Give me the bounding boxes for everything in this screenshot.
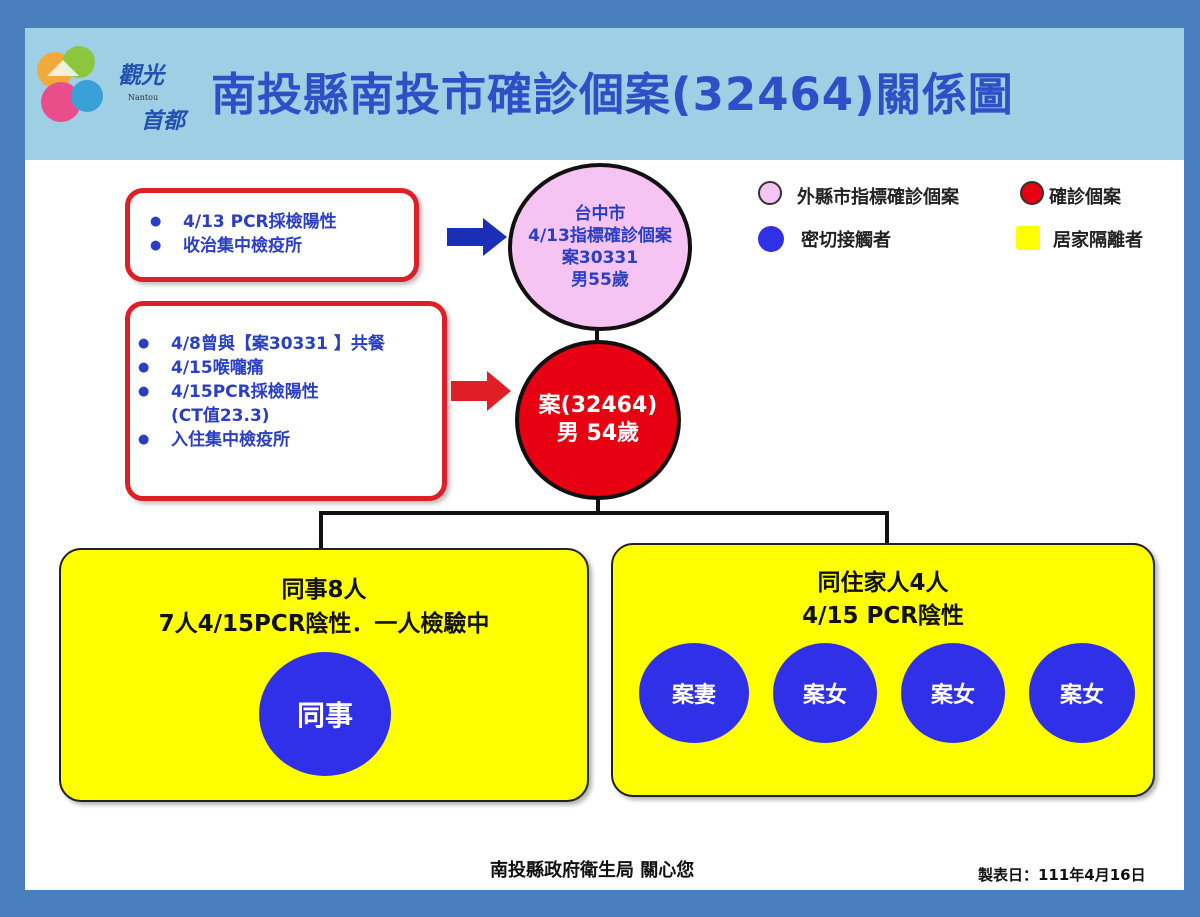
logo-text-capital: 首都 bbox=[141, 108, 186, 134]
confirmed-case-id: 案(32464) bbox=[538, 393, 658, 418]
colleague-label: 同事 bbox=[296, 699, 353, 732]
colleagues-title: 同事8人 bbox=[281, 577, 367, 603]
family-member-label: 案女 bbox=[1059, 683, 1104, 708]
family-group: 同住家人4人 4/15 PCR陰性 案妻 案女 案女 案女 bbox=[611, 543, 1155, 797]
blue-arrow-icon bbox=[447, 218, 507, 256]
note-item: 4/13 PCR採檢陽性 bbox=[150, 210, 414, 234]
colleague-node: 同事 bbox=[259, 652, 391, 776]
index-case-note: 4/13 PCR採檢陽性 收治集中檢疫所 bbox=[125, 188, 419, 282]
connector-line bbox=[595, 330, 599, 342]
confirmed-case-node: 案(32464) 男 54歲 bbox=[515, 340, 681, 500]
index-case-info: 男55歲 bbox=[571, 270, 629, 290]
logo-text-nantou: Nantou bbox=[128, 93, 159, 102]
family-member-node: 案妻 bbox=[639, 643, 749, 743]
index-case-id: 案30331 bbox=[561, 248, 639, 268]
colleagues-group: 同事8人 7人4/15PCR陰性．一人檢驗中 同事 bbox=[59, 548, 589, 802]
family-member-label: 案妻 bbox=[671, 683, 716, 708]
legend-blue-dot bbox=[758, 226, 784, 252]
legend-contact-label: 密切接觸者 bbox=[801, 230, 891, 251]
connector-line bbox=[319, 511, 323, 549]
logo-emblem-icon bbox=[37, 46, 103, 122]
family-member-node: 案女 bbox=[1029, 643, 1135, 743]
header-band: 觀光 Nantou 首都 南投縣南投市確診個案(32464)關係圖 bbox=[25, 28, 1184, 160]
note-item: 4/15PCR採檢陽性 bbox=[138, 380, 442, 404]
confirmed-case-info: 男 54歲 bbox=[556, 421, 640, 446]
family-member-node: 案女 bbox=[901, 643, 1005, 743]
index-case-city: 台中市 bbox=[574, 204, 626, 224]
legend-home-label: 居家隔離者 bbox=[1053, 230, 1143, 251]
legend-confirmed-label: 確診個案 bbox=[1049, 187, 1121, 208]
legend-pink-dot bbox=[758, 181, 782, 205]
note-item: 4/8曾與【案30331 】共餐 bbox=[138, 332, 442, 356]
family-status: 4/15 PCR陰性 bbox=[802, 603, 964, 629]
index-case-date: 4/13指標確診個案 bbox=[528, 226, 672, 246]
red-arrow-icon bbox=[451, 371, 511, 411]
note-item: (CT值23.3) bbox=[171, 406, 270, 426]
legend-external-label: 外縣市指標確診個案 bbox=[797, 187, 959, 208]
family-title: 同住家人4人 bbox=[817, 570, 949, 596]
connector-line bbox=[319, 511, 889, 515]
logo-text-tourism: 觀光 bbox=[118, 62, 164, 89]
slide: 觀光 Nantou 首都 南投縣南投市確診個案(32464)關係圖 4/13 P… bbox=[25, 28, 1184, 890]
colleagues-status: 7人4/15PCR陰性．一人檢驗中 bbox=[158, 611, 490, 637]
family-member-label: 案女 bbox=[930, 683, 975, 708]
legend-yellow-box bbox=[1016, 226, 1040, 250]
family-member-node: 案女 bbox=[773, 643, 877, 743]
note-item: 收治集中檢疫所 bbox=[150, 234, 414, 258]
page-title: 南投縣南投市確診個案(32464)關係圖 bbox=[211, 68, 1014, 121]
index-case-node: 台中市 4/13指標確診個案 案30331 男55歲 bbox=[508, 163, 692, 331]
connector-line bbox=[885, 511, 889, 545]
footer-org: 南投縣政府衛生局 關心您 bbox=[490, 860, 695, 881]
nantou-logo: 觀光 Nantou 首都 bbox=[33, 38, 203, 148]
family-member-label: 案女 bbox=[802, 683, 847, 708]
confirmed-case-note: 4/8曾與【案30331 】共餐 4/15喉嚨痛 4/15PCR採檢陽性 (CT… bbox=[125, 301, 447, 501]
footer-date: 製表日：111年4月16日 bbox=[978, 866, 1146, 884]
note-item: 4/15喉嚨痛 bbox=[138, 356, 442, 380]
note-item: 入住集中檢疫所 bbox=[138, 428, 442, 452]
legend-red-dot bbox=[1020, 181, 1044, 205]
connector-line bbox=[596, 498, 600, 514]
